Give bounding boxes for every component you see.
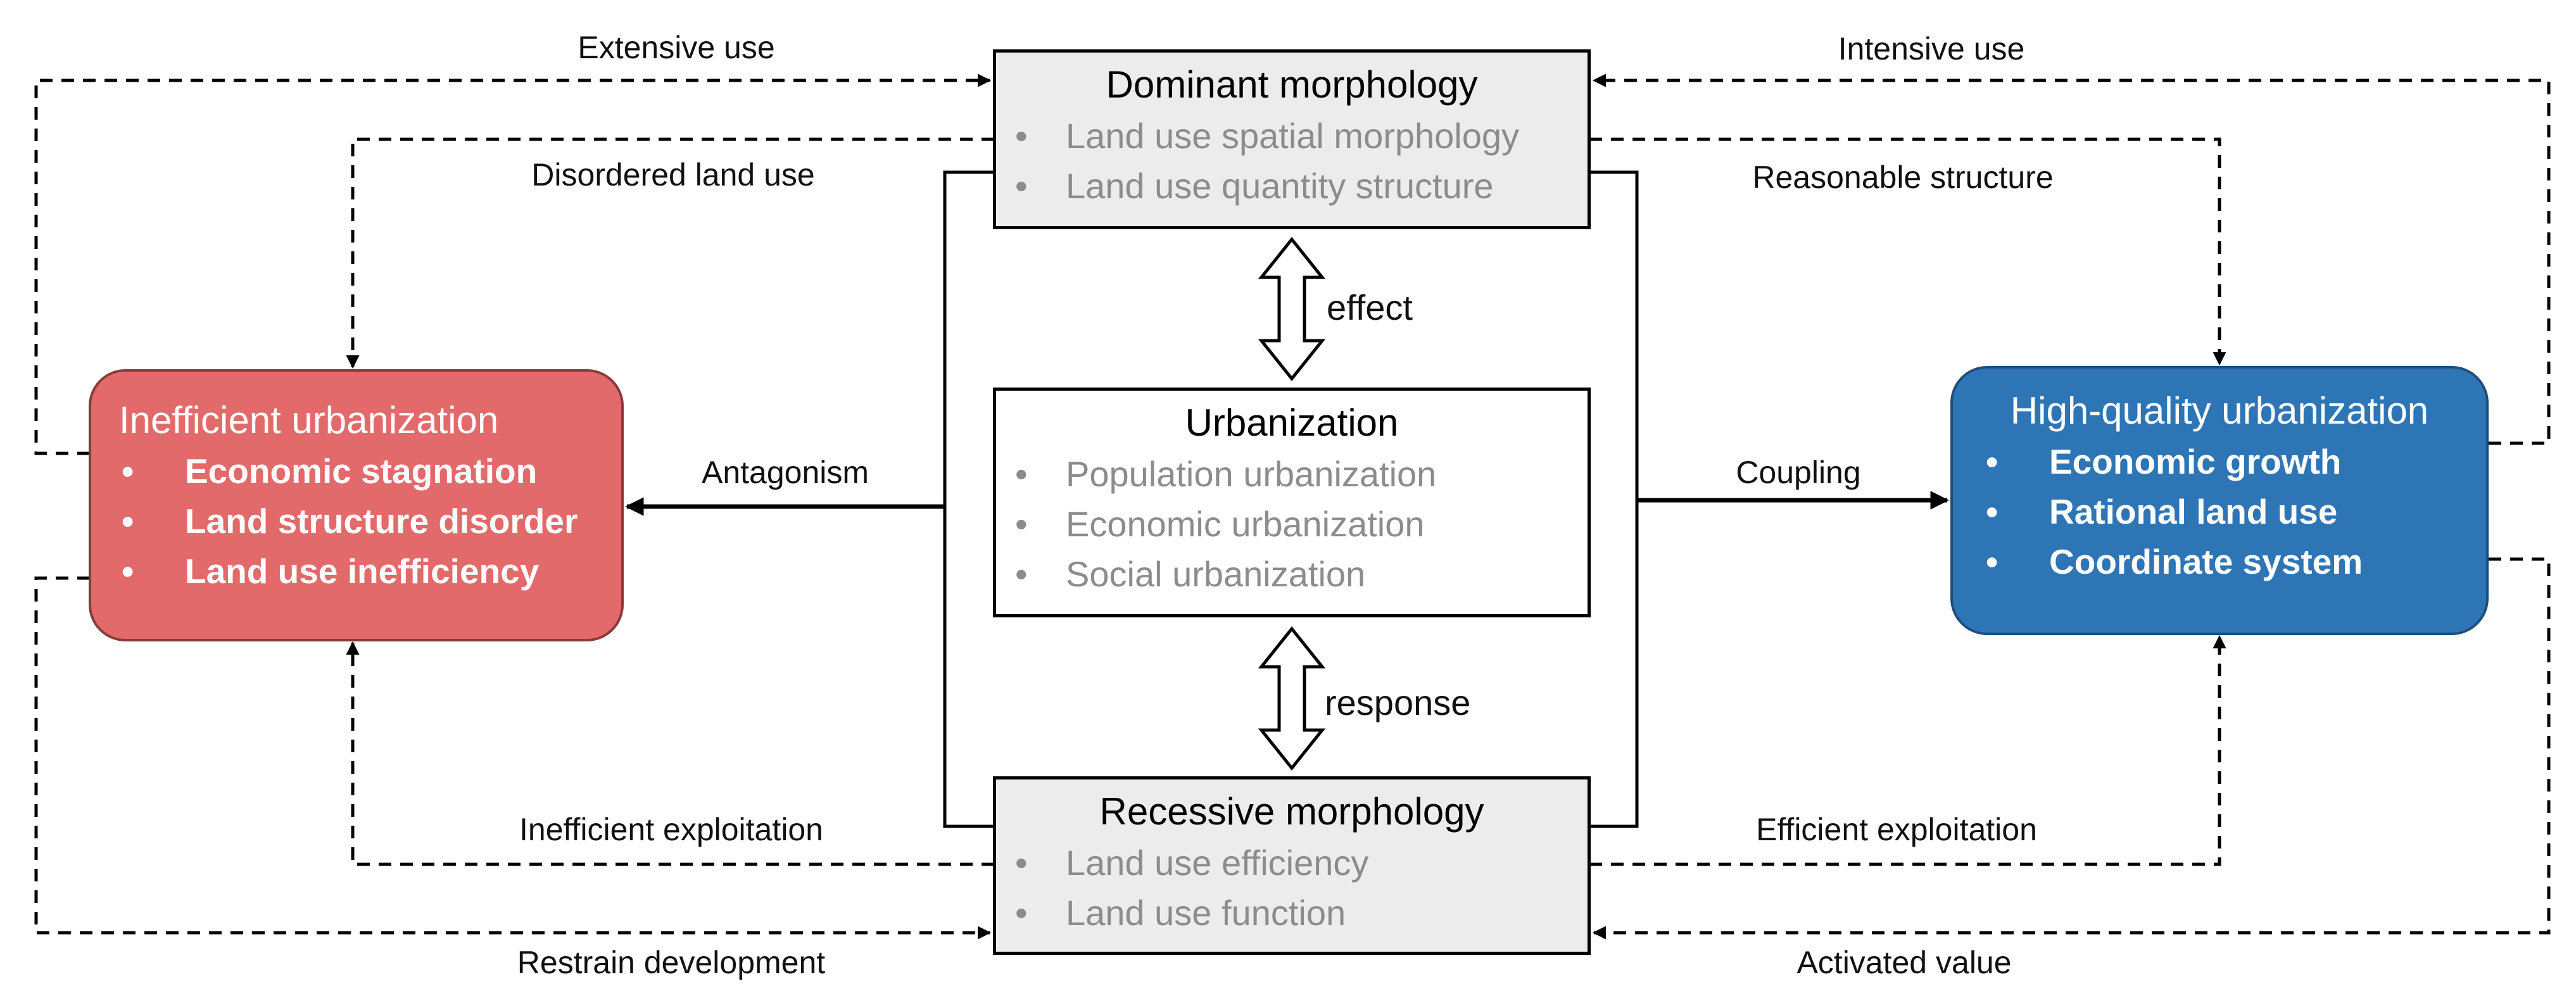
reasonable-structure-path [1589,137,2226,366]
effect-label: effect [1327,287,1413,327]
dominant-morphology-list: Land use spatial morphology Land use qua… [996,111,1588,211]
recessive-morphology-box: Recessive morphology Land use efficiency… [993,776,1591,955]
list-item: Economic stagnation [122,446,621,496]
extensive-use-label: Extensive use [578,30,775,65]
activated-value-label: Activated value [1796,945,2012,980]
intensive-use-path [1592,73,2551,445]
list-item: Land use quantity structure [1015,161,1588,211]
reasonable-structure-label: Reasonable structure [1752,160,2054,195]
inefficient-urbanization-box: Inefficient urbanization Economic stagna… [89,369,624,641]
high-quality-urbanization-title: High-quality urbanization [2010,389,2429,432]
urbanization-list: Population urbanization Economic urbaniz… [996,449,1588,599]
solid-connectors [625,170,1949,828]
response-label: response [1325,683,1471,722]
list-item: Social urbanization [1015,549,1588,599]
dominant-morphology-box: Dominant morphology Land use spatial mor… [993,49,1591,229]
left-bracket [943,170,994,828]
inefficient-urbanization-title: Inefficient urbanization [119,399,499,441]
list-item: Population urbanization [1015,449,1588,499]
intensive-use-label: Intensive use [1838,31,2025,66]
extensive-use-path [34,73,992,455]
list-item: Coordinate system [1986,537,2486,587]
antagonism-label: Antagonism [701,455,869,490]
response-double-arrow [1258,626,1326,771]
dashed-connectors [34,73,2551,940]
inefficient-urbanization-list: Economic stagnation Land structure disor… [91,446,621,596]
list-item: Economic urbanization [1015,499,1588,549]
activated-value-path [1592,557,2551,940]
recessive-morphology-title: Recessive morphology [1099,790,1484,833]
list-item: Land structure disorder [122,496,621,546]
restrain-development-label: Restrain development [517,945,826,980]
effect-double-arrow [1258,236,1326,382]
list-item: Land use function [1015,888,1588,938]
list-item: Land use spatial morphology [1015,111,1588,161]
list-item: Rational land use [1986,487,2486,537]
urbanization-title: Urbanization [1185,401,1399,444]
urbanization-box: Urbanization Population urbanization Eco… [993,388,1591,617]
coupling-label: Coupling [1736,455,1861,490]
efficient-exploitation-path [1589,634,2226,866]
list-item: Land use efficiency [1015,838,1588,888]
dominant-morphology-title: Dominant morphology [1106,63,1478,106]
high-quality-urbanization-list: Economic growth Rational land use Coordi… [1953,437,2486,587]
inefficient-exploitation-label: Inefficient exploitation [519,812,823,847]
restrain-development-path [34,576,992,940]
high-quality-urbanization-box: High-quality urbanization Economic growt… [1950,366,2489,635]
efficient-exploitation-label: Efficient exploitation [1756,812,2037,847]
list-item: Land use inefficiency [122,546,621,596]
list-item: Economic growth [1986,437,2486,487]
disordered-land-use-label: Disordered land use [531,157,815,192]
recessive-morphology-list: Land use efficiency Land use function [996,838,1588,938]
right-bracket [1589,170,1639,828]
